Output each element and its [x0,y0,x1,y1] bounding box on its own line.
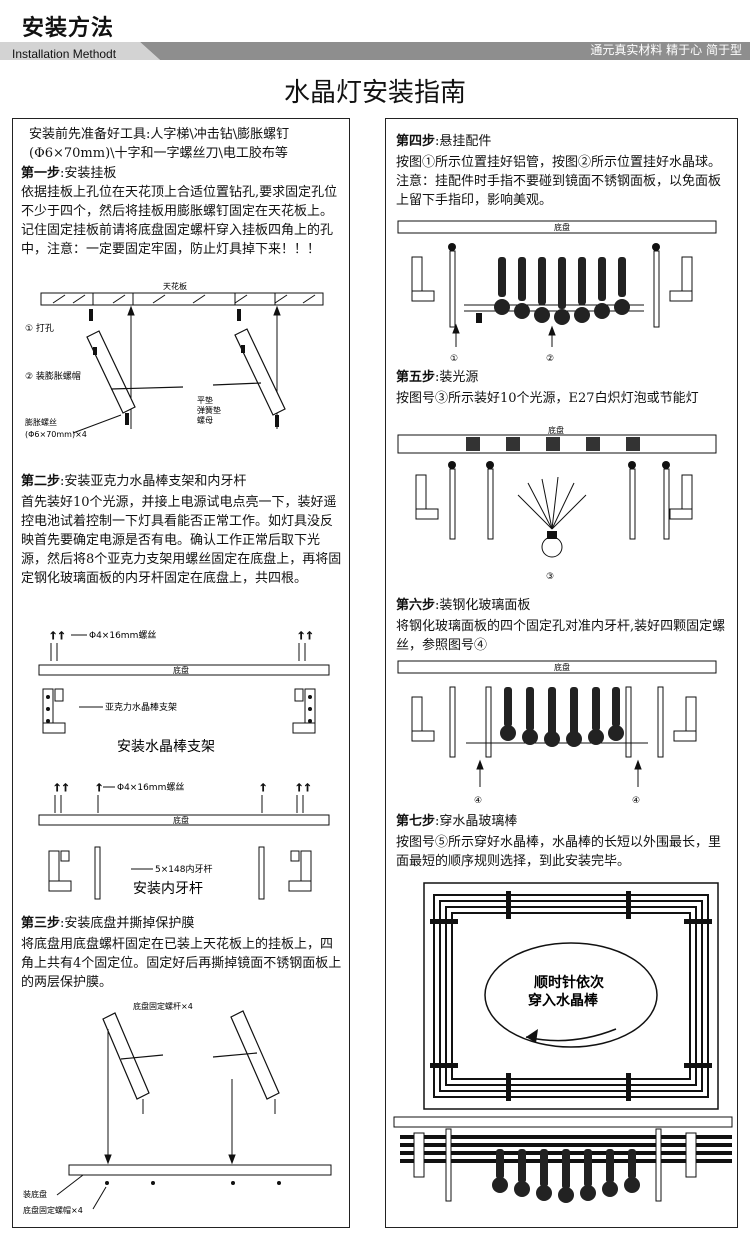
crystal-strands [494,257,630,325]
tools-intro: 安装前先准备好工具:人字梯\冲击钻\膨胀螺钉(Φ6×70mm)\十字和一字螺丝刀… [29,127,290,161]
guide-title: 水晶灯安装指南 [283,78,466,108]
step7-heading: 第七步:穿水晶玻璃棒 [396,814,518,829]
marker-3: ③ [546,572,554,582]
step6-base-label: 底盘 [554,662,570,672]
rod-caption: 安装内牙杆 [133,881,203,897]
svg-text:↑↑: ↑↑ [295,783,312,794]
bracket-label: 亚克力水晶棒支架 [105,701,177,713]
section-title: 安装方法 [22,16,115,41]
screw-spec-label-2: Φ4×16mm螺丝 [117,781,184,793]
clockwise-arrow-icon [526,1029,538,1043]
step5-base-label: 底盘 [548,425,564,435]
step3-body: 将底盘用底盘螺杆固定在已装上天花板上的挂板上，四角上共有4个固定位。固定好后再撕… [21,937,342,990]
right-panel: 第四步:悬挂配件 按图①所示位置挂好铝管，按图②所示位置挂好水晶球。注意：挂配件… [385,118,738,1228]
base-plate-label: 底盘 [173,665,189,675]
step4-body: 按图①所示位置挂好铝管，按图②所示位置挂好水晶球。注意：挂配件时手指不要碰到镜面… [396,155,722,208]
anchor-label: ② 装膨胀螺帽 [25,370,81,382]
step2-bracket-diagram: ↑↑ ↑↑ Φ4×16mm螺丝 底盘 亚克力水晶棒支架 安装水晶棒支架 [38,629,330,755]
step6-heading: 第六步:装钢化玻璃面板 [396,598,531,613]
marker-1: ① [450,354,458,364]
header-bar [0,42,750,60]
step5-diagram: 底盘 ③ [397,425,717,582]
step7-body: 按图号⑤所示穿好水晶棒，水晶棒的长短以外围最长，里面最短的顺序规则选择，到此安装… [396,835,722,869]
step1-body: 依据挂板上孔位在天花顶上合适位置钻孔,要求固定孔位不少于四个，然后将挂板用膨胀螺… [21,185,338,257]
header: 安装方法 Installation Methodt 通元真实材料 精于心 简于型 [0,0,750,66]
clockwise-label-1: 顺时针依次 [534,974,604,991]
drill-label: ① 打孔 [25,322,54,334]
step4-heading: 第四步:悬挂配件 [396,134,492,149]
spring-washer-label: 弹簧垫 [197,405,221,415]
step4-diagram: 底盘 ① ② [397,220,717,364]
bracket-caption: 安装水晶棒支架 [117,739,215,755]
clockwise-label-2: 穿入水晶棒 [528,992,599,1009]
base-bolt-label: 底盘固定螺杆×4 [133,1001,193,1011]
brand-slogan: 通元真实材料 精于心 简于型 [590,43,742,57]
step6-diagram: 底盘 ④ ④ [397,660,717,806]
svg-text:↑↑: ↑↑ [297,631,314,642]
svg-text:↑: ↑ [95,783,103,794]
step3-diagram: 底盘固定螺杆×4 装底盘 底盘固定螺帽×4 [23,1001,332,1215]
step2-body: 首先装好10个光源，并接上电源试电点亮一下，装好遥控电池试着控制一下灯具看能否正… [21,495,342,586]
step5-body: 按图号③所示装好10个光源，E27白炽灯泡或节能灯 [396,391,699,406]
base-nut-label: 底盘固定螺帽×4 [23,1205,83,1215]
marker-4-right: ④ [632,796,640,806]
step1-heading: 第一步:安装挂板 [21,166,117,181]
bolt-spec-label: (Φ6×70mm)×4 [25,430,87,439]
step5-heading: 第五步:装光源 [396,370,479,385]
base-plate-label-2: 底盘 [173,815,189,825]
ceiling-label: 天花板 [163,281,187,291]
step3-heading: 第三步:安装底盘并撕掉保护膜 [21,916,195,931]
rod-label: 5×148内牙杆 [155,863,212,875]
screw-spec-label: Φ4×16mm螺丝 [89,629,156,641]
mount-base-label: 装底盘 [23,1189,47,1199]
marker-2: ② [546,354,554,364]
marker-4-left: ④ [474,796,482,806]
section-subtitle: Installation Methodt [12,47,117,61]
step6-body: 将钢化玻璃面板的四个固定孔对准内牙杆,装好四颗固定螺丝，参照图号④ [396,619,726,653]
svg-text:↑: ↑ [259,783,267,794]
svg-text:↑↑: ↑↑ [53,783,70,794]
step2-heading: 第二步:安装亚克力水晶棒支架和内牙杆 [21,474,247,489]
step7-diagram: 顺时针依次 穿入水晶棒 [393,882,733,1203]
washer-label: 平垫 [197,395,213,405]
step2-rod-diagram: ↑↑ ↑ ↑ ↑↑ Φ4×16mm螺丝 底盘 5×148内牙杆 安装内牙杆 [38,781,330,900]
step4-base-label: 底盘 [554,222,570,232]
bolt-label: 膨胀螺丝 [25,417,57,427]
step1-diagram: 天花板 ① 打孔 ② 装膨胀螺帽 膨胀螺丝 (Φ6×70mm)×4 平垫 弹簧垫… [25,281,324,439]
left-panel: 安装前先准备好工具:人字梯\冲击钻\膨胀螺钉(Φ6×70mm)\十字和一字螺丝刀… [12,118,350,1228]
nut-label: 螺母 [197,415,213,425]
bulb-icon [541,531,563,558]
svg-text:↑↑: ↑↑ [49,631,66,642]
